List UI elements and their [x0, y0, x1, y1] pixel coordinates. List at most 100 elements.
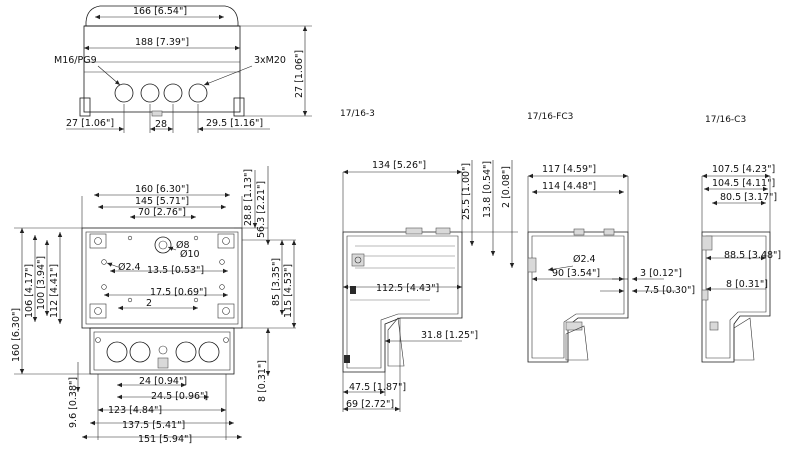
dim-text: 117 [4.59"] — [542, 164, 596, 175]
clip-detail — [603, 228, 615, 236]
leader-line — [97, 65, 121, 86]
dim-text: 114 [4.48"] — [542, 181, 596, 192]
latch-detail — [709, 321, 719, 331]
leader-line — [203, 65, 253, 86]
leader-line — [167, 246, 177, 251]
front-view: 160 [6.30"] 145 [5.71"] 70 [2.76"] 28.8 … — [11, 166, 297, 445]
dim-text: 17.5 [0.69"] — [150, 287, 207, 298]
clip-detail — [435, 227, 451, 235]
top-view-flange-left — [79, 97, 91, 117]
top-view-flange-right — [233, 97, 245, 117]
knob-component — [351, 253, 365, 267]
top-view: 166 [6.54"] 188 [7.39"] M16/PG9 3xM20 27… — [54, 5, 312, 133]
screw-hole — [127, 235, 133, 241]
dim-text: 115 [4.53"] — [283, 264, 294, 318]
side-view-17-16-3: 134 [5.26"] 25.5 [1.00"] 13.8 [0.54"] 2 … — [342, 160, 518, 412]
gland-m20 — [163, 83, 183, 103]
dim-text: 47.5 [1.87"] — [349, 382, 406, 393]
dim-text: 8 [0.31"] — [726, 279, 768, 290]
dim-text: 160 [6.30"] — [135, 184, 189, 195]
corner-mount — [89, 233, 107, 249]
dim-text: 80.5 [3.17"] — [720, 192, 777, 203]
dim-text: 145 [5.71"] — [135, 196, 189, 207]
mount-hole — [222, 307, 230, 315]
dim-text: 2 [0.08"] — [501, 166, 512, 208]
hinge-detail — [701, 235, 713, 251]
dim-text: 112 [4.41"] — [49, 264, 60, 318]
clip-detail — [405, 227, 423, 235]
dim-text: 106 [4.17"] — [24, 264, 35, 318]
screw-hole — [219, 284, 225, 290]
side-view-outline — [342, 231, 463, 373]
dim-text: 13.8 [0.54"] — [482, 161, 493, 218]
knob-center — [354, 256, 362, 264]
foot-detail — [344, 355, 350, 363]
screw-hole — [127, 297, 133, 303]
screw-hole — [101, 259, 107, 265]
gland-hole — [198, 341, 220, 363]
dim-text: 27 [1.06"] — [294, 50, 305, 98]
dim-text: 151 [5.94"] — [138, 434, 192, 445]
gland-small — [158, 345, 168, 355]
dim-text: 3 [0.12"] — [640, 268, 682, 279]
view-title: 17/16-C3 — [705, 115, 746, 125]
side-view-inner — [346, 235, 459, 369]
gland-profile — [387, 317, 405, 367]
corner-mount — [89, 303, 107, 319]
dim-text: Ø10 — [180, 249, 200, 260]
corner-mount — [217, 303, 235, 319]
screw-hole — [193, 297, 199, 303]
corner-mount — [217, 233, 235, 249]
dim-text: Ø2.4 — [118, 262, 141, 273]
label-m16: M16/PG9 — [54, 55, 97, 66]
screw-hole — [193, 235, 199, 241]
dim-text: 7.5 [0.30"] — [644, 285, 695, 296]
dim-text: 28 — [155, 119, 167, 130]
clip-detail — [573, 228, 585, 236]
gland-m20 — [140, 83, 160, 103]
screw-hole — [101, 284, 107, 290]
gland-hole — [106, 341, 128, 363]
side-view-outline — [527, 231, 629, 363]
dim-text: 123 [4.84"] — [108, 405, 162, 416]
gland-detail — [565, 321, 583, 331]
dim-text: 85 [3.35"] — [271, 258, 282, 306]
mount-hole — [94, 237, 102, 245]
dim-text: 134 [5.26"] — [372, 160, 426, 171]
dim-text: 70 [2.76"] — [138, 207, 186, 218]
dim-text: Ø2.4 — [573, 254, 596, 265]
dim-text: 112.5 [4.43"] — [376, 283, 439, 294]
hinge-detail — [527, 257, 537, 273]
side-view-outline — [701, 231, 771, 363]
dim-text: Ø8 — [176, 240, 190, 251]
label-plate — [157, 357, 169, 369]
center-boss-hole — [158, 240, 168, 250]
front-view-inner — [85, 231, 239, 325]
side-view-17-16-c3: 107.5 [4.23"] 104.5 [4.11"] 80.5 [3.17"]… — [701, 164, 781, 363]
dim-text: 13.5 [0.53"] — [147, 265, 204, 276]
dim-text: 88.5 [3.48"] — [724, 250, 781, 261]
dim-text: 137.5 [5.41"] — [122, 420, 185, 431]
center-boss — [154, 236, 172, 254]
gland-strip-inner — [93, 331, 231, 371]
latch-detail — [350, 286, 356, 294]
dim-text: 31.8 [1.25"] — [421, 330, 478, 341]
mount-hole — [94, 307, 102, 315]
dim-text: 29.5 [1.16"] — [206, 118, 263, 129]
gland-hole — [175, 341, 197, 363]
dim-text: 107.5 [4.23"] — [712, 164, 775, 175]
gland-profile — [565, 325, 589, 361]
dim-text: 2 — [146, 298, 152, 309]
dim-text: 90 [3.54"] — [552, 268, 600, 279]
gland-m20 — [188, 83, 208, 103]
dim-text: 27 [1.06"] — [66, 118, 114, 129]
side-view-inner — [531, 235, 625, 359]
dim-text: 104.5 [4.11"] — [712, 178, 775, 189]
top-view-label-plate — [151, 110, 163, 117]
dim-text: 24 [0.94"] — [139, 376, 187, 387]
top-view-lid — [85, 5, 239, 27]
gland-m16 — [114, 83, 134, 103]
dim-text: 8 [0.31"] — [257, 360, 268, 402]
dim-text: 28.8 [1.13"] — [243, 169, 254, 226]
